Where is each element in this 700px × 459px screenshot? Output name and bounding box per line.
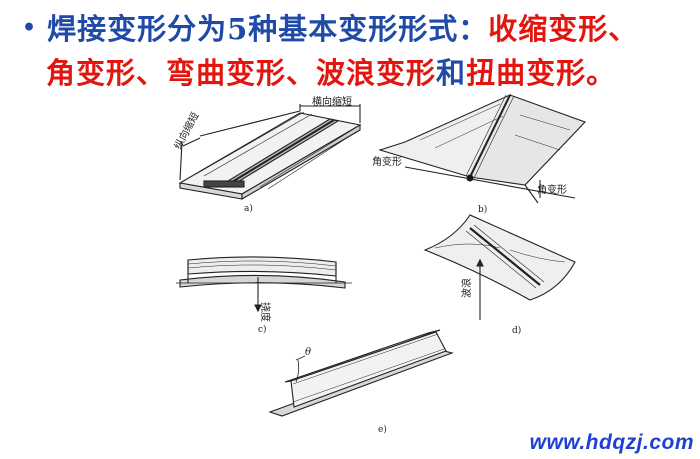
diagram-a-shrinkage: [178, 104, 362, 200]
diagram-b-angular: [378, 93, 586, 204]
headline: • 焊接变形分为5种基本变形形式：收缩变形、 角变形、弯曲变形、波浪变形和扭曲变形…: [22, 6, 692, 95]
watermark: www.hdqzj.com: [529, 431, 694, 454]
label-transverse: 横向缩短: [312, 95, 352, 108]
headline-lead: 焊接变形分为5种基本变形形式：: [47, 12, 489, 46]
caption-a: a): [244, 203, 253, 214]
caption-b: b): [478, 204, 487, 215]
label-angle-left: 角变形: [372, 155, 402, 168]
caption-e: e): [378, 424, 387, 435]
bullet: •: [22, 15, 38, 41]
diagram-e-twist: [268, 329, 454, 417]
headline-and: 和: [436, 56, 467, 90]
headline-wave: 波浪变形: [316, 56, 437, 90]
label-wave: 波浪: [460, 278, 473, 298]
label-angle-right: 角变形: [537, 183, 567, 196]
caption-c: c): [258, 324, 267, 335]
headline-twist: 扭曲变形。: [466, 56, 617, 90]
diagram-d-wave: [423, 214, 576, 320]
headline-line2: 角变形、弯曲变形、波浪变形和扭曲变形。: [22, 51, 692, 95]
label-deflection: 挠度: [259, 302, 272, 322]
label-longitudinal: 纵向缩短: [171, 110, 201, 151]
caption-d: d): [512, 325, 521, 336]
headline-bending: 弯曲变形、: [166, 56, 317, 90]
headline-shrink: 收缩变形、: [488, 12, 639, 46]
label-theta: θ: [305, 347, 311, 358]
headline-angular: 角变形、: [46, 56, 167, 90]
diagram-c-bending: [176, 256, 352, 313]
